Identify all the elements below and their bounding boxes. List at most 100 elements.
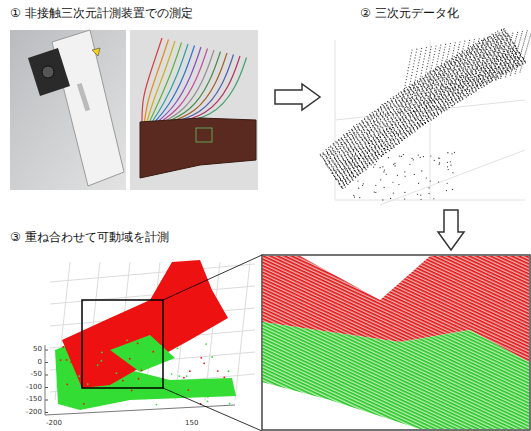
point — [386, 128, 387, 129]
point — [416, 98, 417, 99]
point — [497, 59, 498, 60]
point — [398, 105, 399, 106]
point — [504, 46, 505, 47]
point — [448, 100, 449, 101]
point — [351, 171, 352, 172]
point — [478, 88, 479, 89]
point — [380, 131, 381, 132]
point — [514, 67, 515, 68]
point — [443, 86, 444, 87]
point — [512, 53, 513, 54]
point — [373, 137, 374, 138]
point — [362, 152, 363, 153]
point — [378, 154, 379, 155]
point — [463, 64, 464, 65]
point — [480, 55, 481, 56]
point — [331, 170, 332, 171]
point — [443, 109, 444, 110]
point — [343, 172, 344, 173]
point — [383, 143, 384, 144]
point — [354, 157, 355, 158]
point — [393, 139, 394, 140]
point — [447, 99, 448, 100]
point — [366, 147, 367, 148]
point — [468, 79, 469, 80]
point — [474, 80, 475, 81]
point — [421, 105, 422, 106]
point — [464, 89, 465, 90]
point — [347, 159, 348, 160]
point — [404, 121, 405, 122]
point — [461, 77, 462, 78]
point — [446, 79, 447, 80]
point — [411, 101, 412, 102]
point — [346, 175, 347, 176]
point — [337, 156, 338, 157]
point — [494, 61, 495, 62]
point — [461, 73, 462, 74]
point — [427, 103, 428, 104]
point — [340, 155, 341, 156]
point — [433, 105, 434, 106]
point — [493, 58, 494, 59]
point — [498, 55, 499, 56]
point — [369, 139, 370, 140]
point — [335, 153, 336, 154]
point — [520, 60, 521, 61]
point — [520, 56, 521, 57]
point — [515, 45, 516, 46]
point — [358, 146, 359, 147]
point — [482, 64, 483, 65]
point — [495, 68, 496, 69]
point — [474, 58, 475, 59]
scanner-head — [28, 48, 70, 96]
point — [467, 75, 468, 76]
point — [410, 110, 411, 111]
point — [524, 61, 525, 62]
point — [339, 152, 340, 153]
point — [469, 85, 470, 86]
point — [376, 130, 377, 131]
point — [383, 148, 384, 149]
point — [460, 100, 461, 101]
point — [468, 73, 469, 74]
point — [448, 94, 449, 95]
point — [457, 89, 458, 90]
point — [345, 180, 346, 181]
point — [354, 163, 355, 164]
point — [469, 62, 470, 63]
point — [392, 119, 393, 120]
point — [462, 70, 463, 71]
point — [480, 68, 481, 69]
point — [351, 177, 352, 178]
point — [436, 105, 437, 106]
point — [335, 165, 336, 166]
point — [368, 155, 369, 156]
point — [501, 71, 502, 72]
point — [430, 101, 431, 102]
point — [477, 74, 478, 75]
point — [379, 136, 380, 137]
point — [361, 137, 362, 138]
point — [441, 111, 442, 112]
point — [483, 70, 484, 71]
point — [472, 79, 473, 80]
point — [370, 152, 371, 153]
point — [476, 73, 477, 74]
point — [369, 162, 370, 163]
point — [357, 162, 358, 163]
point — [374, 152, 375, 153]
point — [422, 107, 423, 108]
point — [336, 179, 337, 180]
point — [365, 143, 366, 144]
point — [481, 81, 482, 82]
point — [424, 98, 425, 99]
point — [424, 102, 425, 103]
point — [452, 76, 453, 77]
point — [385, 125, 386, 126]
point — [355, 171, 356, 172]
point — [393, 145, 394, 146]
point — [412, 98, 413, 99]
point — [356, 166, 357, 167]
point — [511, 46, 512, 47]
